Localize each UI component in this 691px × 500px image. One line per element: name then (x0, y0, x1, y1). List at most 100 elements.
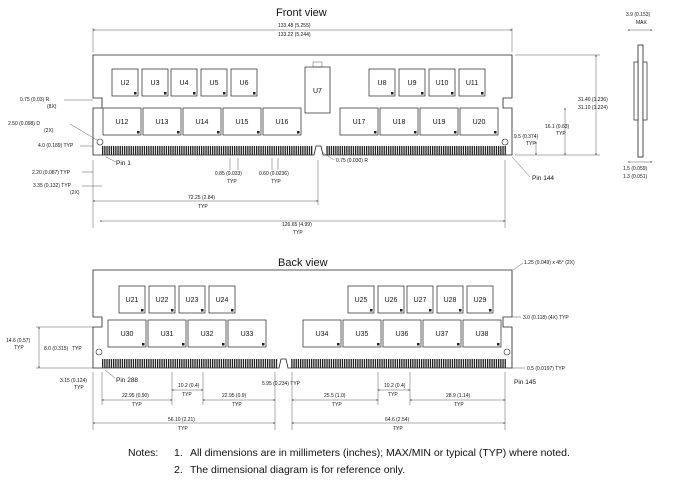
back-contact-pad (438, 359, 440, 368)
front-hole-h-dim: 16.1 (0.63) (545, 124, 570, 130)
back-contact-pad (150, 359, 152, 368)
front-chip-label: U16 (276, 119, 289, 126)
front-contact-pad (348, 146, 350, 155)
front-tab-w-qty: (2X) (70, 190, 80, 196)
front-contact-fingers (102, 146, 506, 155)
back-contact-pad (231, 359, 234, 368)
back-left-h-typ: TYP (14, 345, 24, 351)
front-contact-pad (231, 146, 234, 155)
back-seg2-dim: 10.2 (0.4) (178, 383, 200, 389)
front-contact-pad (124, 146, 126, 155)
front-chip-label: U5 (210, 80, 219, 87)
front-chip-label: U8 (378, 80, 387, 87)
front-contact-pad (157, 146, 159, 155)
front-contact-pad (117, 146, 119, 155)
back-chip-u22 (148, 285, 176, 314)
back-contact-pad (498, 359, 500, 368)
front-contact-pad (416, 146, 418, 155)
front-contact-pad (198, 146, 201, 155)
back-contact-pad (341, 359, 344, 368)
back-contact-pad (170, 359, 172, 368)
front-chip-label: U9 (408, 80, 417, 87)
back-contact-pad (110, 359, 113, 368)
front-contact-pad (447, 146, 449, 155)
back-contact-pad (429, 359, 432, 368)
front-contact-pad (478, 146, 480, 155)
back-contact-pad (335, 359, 337, 368)
back-contact-pad (168, 359, 170, 368)
front-contact-pad (495, 146, 498, 155)
front-chip-label: U17 (353, 119, 366, 126)
front-contact-pad (330, 146, 333, 155)
front-contact-pad (256, 146, 258, 155)
back-left-h2-typ: TYP (72, 346, 82, 352)
back-contact-pad (458, 359, 460, 368)
back-seg1-typ: TYP (132, 402, 142, 408)
note-row-1: Notes: 1. All dimensions are in millimet… (128, 444, 570, 461)
back-contact-pad (234, 359, 236, 368)
front-contact-pad (293, 146, 295, 155)
back-contact-pad (359, 359, 361, 368)
back-contact-pad (187, 359, 190, 368)
back-contact-pad (124, 359, 126, 368)
front-contact-pad (179, 146, 181, 155)
front-contact-pad (150, 146, 152, 155)
front-contact-pad (251, 146, 253, 155)
back-contact-pad (154, 359, 157, 368)
back-contact-pad (306, 359, 308, 368)
back-contact-pad (113, 359, 115, 368)
front-height-max-dim: 31.40 (1.236) (578, 97, 608, 103)
front-chip-u14-marker (217, 131, 220, 134)
back-contact-pad (346, 359, 348, 368)
front-pin-144-label: Pin 144 (532, 175, 554, 182)
back-chip-label: U33 (241, 331, 254, 338)
back-pin-145-label: Pin 145 (514, 379, 536, 386)
back-contact-pad (355, 359, 357, 368)
front-contact-pad (306, 146, 308, 155)
back-contact-pad (291, 359, 293, 368)
back-seg4-dim: 25.5 (1.0) (324, 393, 346, 399)
front-contact-pad (161, 146, 163, 155)
back-chip-u37 (422, 319, 462, 348)
back-chip-u31-marker (182, 343, 185, 346)
back-contact-pad (258, 359, 260, 368)
back-contact-pad (502, 359, 504, 368)
front-center-chip-label: U7 (313, 88, 322, 95)
side-profile-chips-right (642, 61, 648, 121)
front-contact-pad (229, 146, 231, 155)
back-contact-pad (106, 359, 108, 368)
note-1-number: 1. (174, 446, 183, 459)
back-contact-pad (339, 359, 341, 368)
front-contact-pad (152, 146, 154, 155)
front-total-max-dim: 133.48 (5.255) (278, 23, 311, 29)
front-key-pos-dim: 72.25 (2.84) (188, 195, 215, 201)
front-contact-pad (385, 146, 388, 155)
back-chip-u38 (462, 319, 502, 348)
back-chip-u37-marker (457, 343, 460, 346)
front-contact-pad (106, 146, 108, 155)
back-seg4-typ: TYP (332, 402, 342, 408)
front-contact-pad (218, 146, 220, 155)
back-contact-pad (467, 359, 469, 368)
front-contact-pad (278, 146, 280, 155)
back-contact-pad (476, 359, 478, 368)
back-chip-label: U25 (355, 297, 368, 304)
back-seg6-typ: TYP (454, 402, 464, 408)
front-contact-pad (383, 146, 385, 155)
back-contact-pad (104, 359, 106, 368)
side-profile-pcb (637, 44, 644, 158)
back-span-left-typ: TYP (178, 426, 188, 432)
back-contact-pad (460, 359, 462, 368)
front-contact-pad (247, 146, 249, 155)
back-contact-pad (198, 359, 201, 368)
back-contact-pad (403, 359, 405, 368)
front-contact-pad (482, 146, 484, 155)
front-contact-pad (130, 146, 132, 155)
back-contact-pad (344, 359, 346, 368)
back-contact-pad (207, 359, 209, 368)
back-contact-pad (480, 359, 482, 368)
front-contact-pad (368, 146, 370, 155)
back-contact-pad (216, 359, 218, 368)
